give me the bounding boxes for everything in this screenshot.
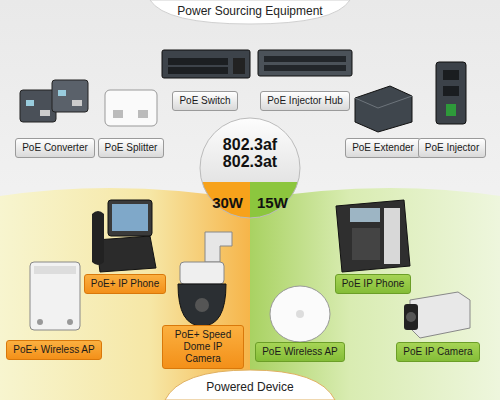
device-label: PoE Splitter	[98, 138, 165, 158]
poe-ip-phone-icon	[336, 200, 410, 272]
speed-dome-camera-icon	[178, 232, 232, 326]
label-text: PoE+ IP Phone	[91, 278, 159, 290]
device-label: PoE Injector	[418, 138, 486, 158]
wattage: 30W	[212, 194, 243, 211]
wireless-ap-icon	[270, 286, 330, 342]
label-text: PoE Splitter	[105, 142, 158, 154]
device-label: PoE Extender	[345, 138, 421, 158]
device-label: PoE+ IP Phone	[84, 274, 166, 294]
title: Power Sourcing Equipment	[177, 4, 322, 18]
wattage-row: 30W 15W	[200, 194, 300, 211]
device-label: PoE+ Speed Dome IP Camera	[162, 325, 244, 369]
label-text: PoE Wireless AP	[262, 346, 338, 358]
device-label: PoE+ Wireless AP	[6, 340, 101, 360]
label-text: PoE+ Wireless AP	[13, 344, 94, 356]
left-ground	[0, 188, 250, 400]
label-text: PoE Converter	[22, 142, 88, 154]
caption-pill	[165, 370, 335, 400]
label-text: PoE IP Camera	[403, 346, 472, 358]
device-label: PoE Switch	[172, 91, 237, 111]
wattage: 15W	[257, 194, 288, 211]
poe-splitter-icon	[105, 90, 157, 126]
device-label: PoE Converter	[15, 138, 95, 158]
device-label: PoE IP Camera	[396, 342, 479, 362]
poe-injector-hub-icon	[258, 50, 352, 76]
device-label: PoE Injector Hub	[260, 91, 350, 111]
poe-extender-icon	[355, 86, 412, 132]
label-text: PoE Injector Hub	[267, 95, 343, 107]
standard-circle	[195, 113, 305, 227]
device-label: PoE Wireless AP	[255, 342, 345, 362]
label-text: PoE+ Speed Dome IP Camera	[169, 329, 237, 365]
poe-converter-icon	[20, 80, 88, 122]
standard-circle-label: 802.3af802.3at 30W 15W	[200, 118, 300, 218]
standard-name: 802.3at	[200, 153, 300, 170]
caption: Powered Device	[206, 380, 293, 394]
poe-injector-icon	[436, 62, 466, 124]
ip-camera-icon	[404, 292, 470, 338]
device-label: PoE IP Phone	[335, 274, 412, 294]
label-text: PoE IP Phone	[342, 278, 405, 290]
label-text: PoE Injector	[425, 142, 479, 154]
label-text: PoE Extender	[352, 142, 414, 154]
circle-outline	[200, 118, 300, 218]
poe-switch-icon	[162, 50, 250, 78]
poe-plus-wireless-ap-icon	[30, 262, 80, 330]
title-pill	[150, 0, 350, 24]
label-text: PoE Switch	[179, 95, 230, 107]
right-ground	[250, 188, 500, 400]
standard-name: 802.3af	[200, 136, 300, 153]
poe-plus-ip-phone-icon	[92, 200, 156, 272]
